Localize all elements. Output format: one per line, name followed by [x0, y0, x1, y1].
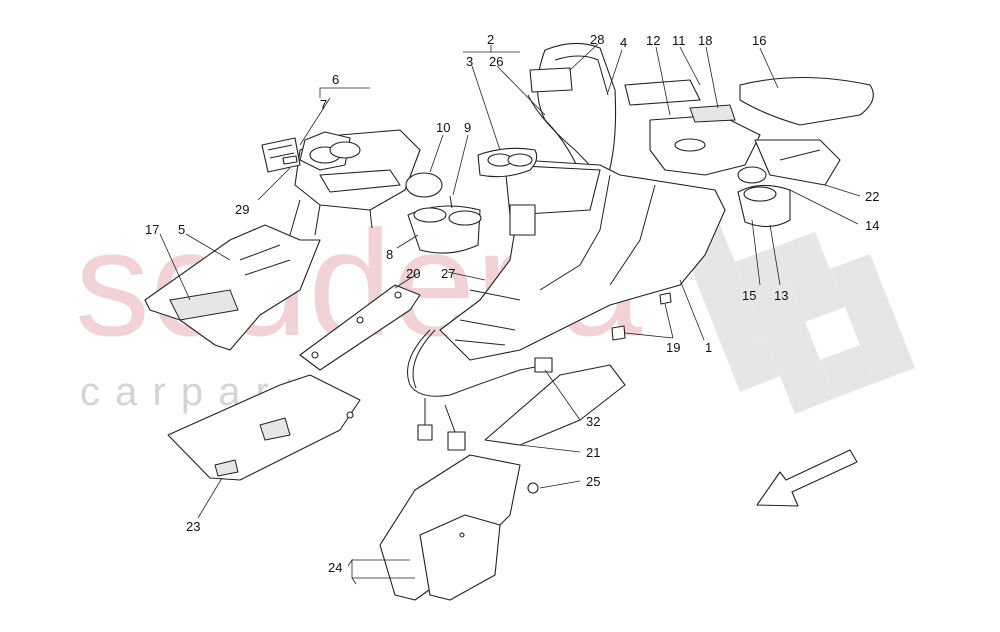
part-armrest-lid [527, 42, 617, 201]
callout-20: 20 [406, 266, 420, 281]
callout-12: 12 [646, 33, 660, 48]
part-plug-25 [527, 482, 539, 494]
callout-24: 24 [328, 560, 342, 575]
callout-27: 27 [441, 266, 455, 281]
callout-6: 6 [332, 72, 339, 87]
callout-29: 29 [235, 202, 249, 217]
part-rear-cover-16 [739, 76, 874, 186]
callout-13: 13 [774, 288, 788, 303]
callout-18: 18 [698, 33, 712, 48]
callout-9: 9 [464, 120, 471, 135]
part-cup-holder-8 [407, 195, 482, 254]
callout-2: 2 [487, 32, 494, 47]
callout-11: 11 [672, 33, 686, 48]
part-rear-console-12 [624, 79, 761, 176]
part-switch-module [261, 137, 301, 173]
callout-labels: 1 2 3 4 5 6 7 8 9 10 11 12 13 14 15 16 1… [145, 32, 879, 575]
callout-17: 17 [145, 222, 159, 237]
callout-22: 22 [865, 189, 879, 204]
part-clip-19 [611, 292, 672, 341]
callout-25: 25 [586, 474, 600, 489]
part-cupholder-insert [477, 147, 538, 178]
part-trim-pad [405, 172, 443, 198]
callout-5: 5 [178, 222, 185, 237]
callout-21: 21 [586, 445, 600, 460]
part-panel-21 [484, 364, 626, 446]
callout-7: 7 [320, 97, 327, 112]
callout-4: 4 [620, 35, 627, 50]
callout-26: 26 [489, 54, 503, 69]
callout-1: 1 [705, 340, 712, 355]
part-side-trim-5 [144, 224, 321, 351]
part-console-main [439, 159, 726, 361]
part-floor-trim-23 [167, 374, 361, 481]
checker-flag-icon [680, 225, 915, 414]
callout-14: 14 [865, 218, 879, 233]
watermark: scuderia c a r p a r t s [75, 199, 915, 414]
callout-28: 28 [590, 32, 604, 47]
part-bezel-20 [299, 284, 421, 371]
leader-lines [159, 43, 861, 585]
part-wire-harness [407, 329, 553, 451]
callout-8: 8 [386, 247, 393, 262]
callout-15: 15 [742, 288, 756, 303]
callout-19: 19 [666, 340, 680, 355]
part-cup-holder-13 [737, 166, 791, 228]
callout-16: 16 [752, 33, 766, 48]
callout-32: 32 [586, 414, 600, 429]
part-shift-surround [289, 129, 421, 236]
part-lower-trim-24 [379, 454, 521, 601]
callout-3: 3 [466, 54, 473, 69]
callout-10: 10 [436, 120, 450, 135]
arrow-down-left-icon [756, 449, 858, 507]
callout-23: 23 [186, 519, 200, 534]
